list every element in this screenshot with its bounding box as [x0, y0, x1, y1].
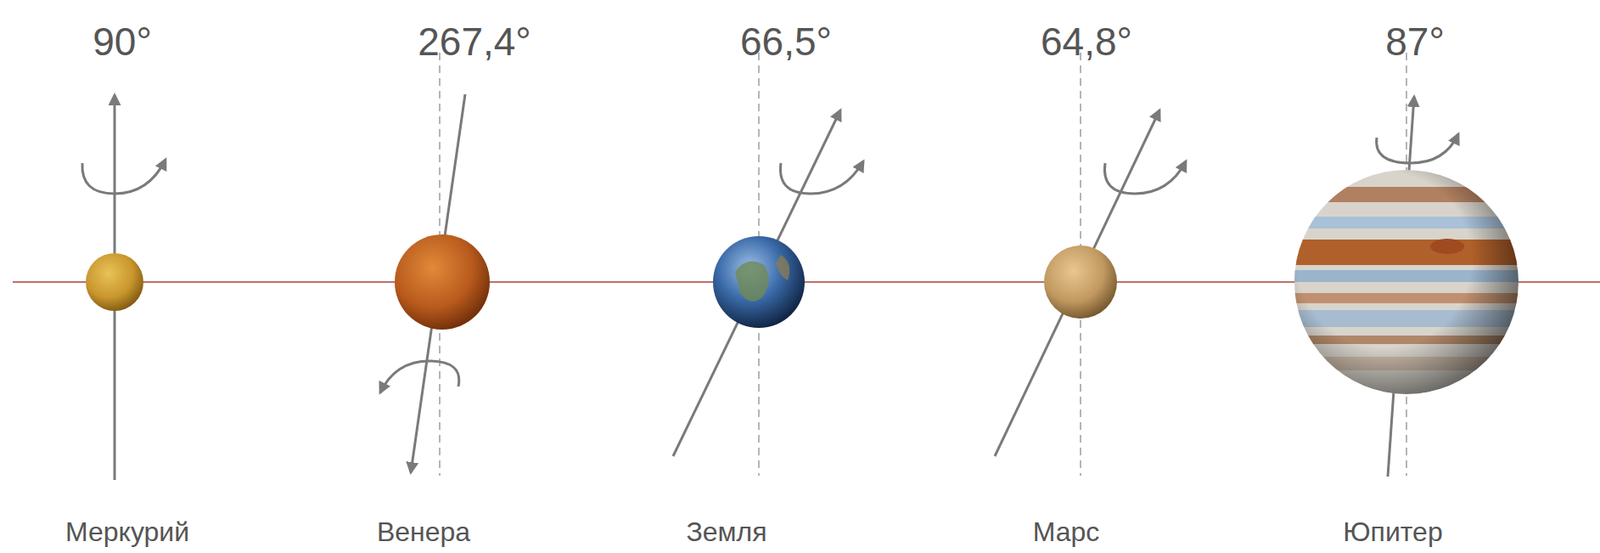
tilt-angle: 90°: [92, 22, 152, 62]
planet-name: Венера: [376, 517, 471, 545]
planet-name: Юпитер: [1342, 517, 1443, 545]
tilt-angle: 64,8°: [1040, 22, 1133, 62]
tilt-angle: 87°: [1385, 22, 1445, 62]
planet-name: Марс: [1032, 517, 1101, 545]
tilt-angle: 267,4°: [417, 22, 532, 62]
planet-name: Меркурий: [65, 517, 190, 545]
tilt-angle: 66,5°: [740, 22, 832, 62]
planet-name: Земля: [685, 517, 767, 545]
